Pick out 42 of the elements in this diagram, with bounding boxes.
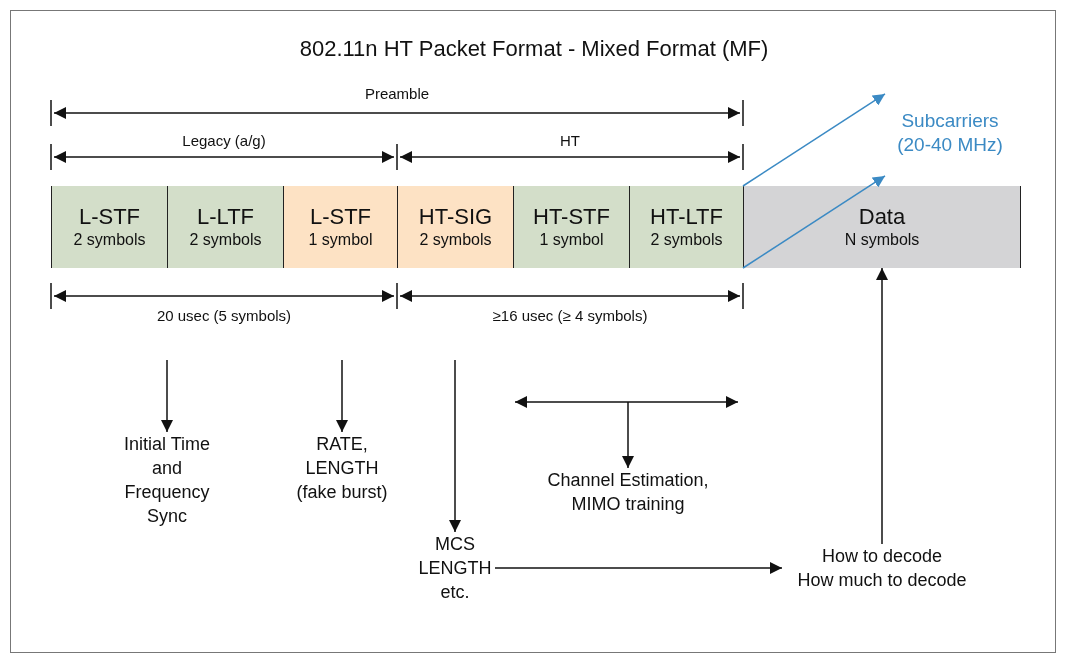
annotation-text: Initial Time and Frequency Sync <box>117 432 217 528</box>
symbol-count: 2 symbols <box>73 230 146 250</box>
arrow <box>876 267 888 545</box>
arrow <box>622 401 634 469</box>
packet-field <box>283 186 397 268</box>
packet-field <box>513 186 629 268</box>
arrow <box>449 359 461 533</box>
annotation-text: RATE, LENGTH (fake burst) <box>292 432 392 504</box>
dimension-label: Legacy (a/g) <box>182 131 266 151</box>
field-name: HT-LTF <box>650 204 723 230</box>
dimension-label: HT <box>560 131 580 151</box>
field-name: L-STF <box>309 204 372 230</box>
diagram-title: 802.11n HT Packet Format - Mixed Format (MF) <box>299 36 769 62</box>
arrow <box>161 359 173 433</box>
annotation-text: How much to decode <box>796 569 968 592</box>
packet-field <box>629 186 743 268</box>
packet-field <box>743 186 1021 268</box>
arrow <box>742 93 886 187</box>
arrow <box>742 175 886 269</box>
symbol-count: 2 symbols <box>419 230 492 250</box>
packet-field <box>51 186 167 268</box>
field-name: L-STF <box>78 204 141 230</box>
arrow <box>336 359 348 433</box>
annotation-text: How to decode <box>820 545 944 568</box>
dimension-label: ≥16 usec (≥ 4 symbols) <box>492 306 648 326</box>
annotation-text: MCS LENGTH etc. <box>415 532 495 604</box>
packet-field <box>397 186 513 268</box>
annotation-text: Channel Estimation, MIMO training <box>533 468 723 516</box>
field-name: L-LTF <box>196 204 254 230</box>
symbol-count: 2 symbols <box>650 230 723 250</box>
symbol-count: 1 symbol <box>539 230 604 250</box>
field-name: HT-SIG <box>418 204 493 230</box>
symbol-count: 2 symbols <box>189 230 262 250</box>
dimension-label: Preamble <box>364 84 430 104</box>
annotation-text: Subcarriers (20-40 MHz) <box>885 86 1015 180</box>
field-name: HT-STF <box>533 204 610 230</box>
packet-field <box>167 186 283 268</box>
symbol-count: 1 symbol <box>308 230 373 250</box>
arrow <box>494 562 783 574</box>
field-name: Data <box>858 204 906 230</box>
dimension-label: 20 usec (5 symbols) <box>156 306 292 326</box>
symbol-count: N symbols <box>844 230 920 250</box>
